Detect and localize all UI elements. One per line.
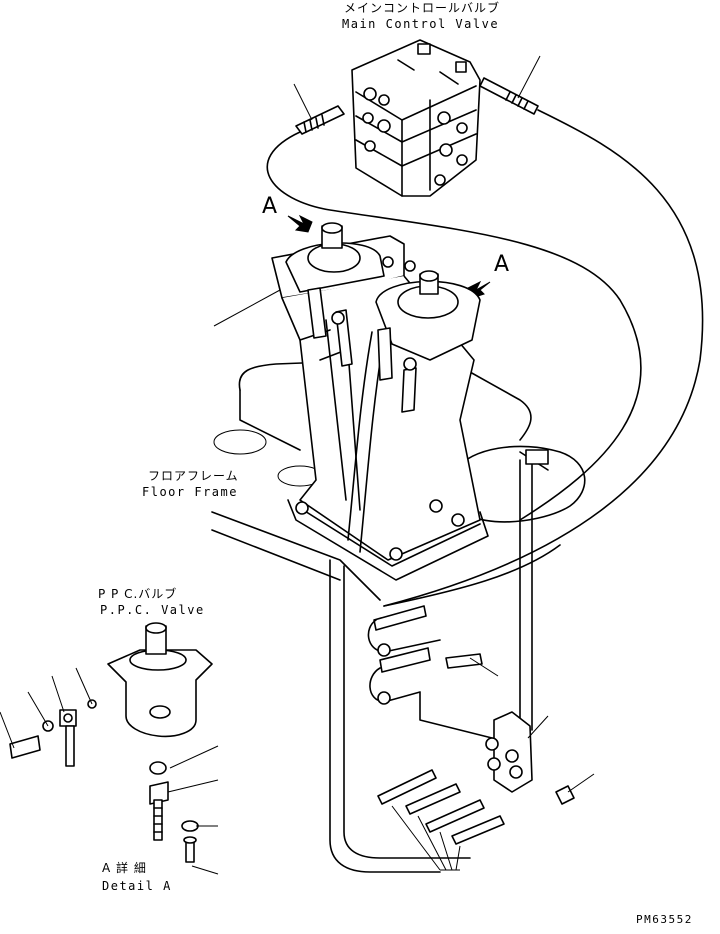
valve-fitting-left [293,83,345,135]
main-control-valve-label-en: Main Control Valve [342,17,500,31]
detail-a-ppc-valve [0,622,219,875]
ppc-valve-label-jp: P P C.バルブ [98,587,178,601]
floor-frame-label-en: Floor Frame [142,485,238,499]
floor-frame-label-jp: フロアフレーム [148,469,239,483]
valve-fitting-right [479,55,541,115]
main-control-valve-drawing [351,39,481,197]
detail-a-label-en: Detail A [102,879,172,893]
arrow-a-right-label: A [494,252,510,277]
arrow-a-left-label: A [262,194,278,219]
part-code: PM63552 [636,913,693,926]
detail-a-label-jp: A 詳 細 [102,861,147,875]
main-control-valve-label-jp: メインコントロールバルブ [344,1,501,15]
ppc-console-column [271,222,489,581]
lower-tubing [329,449,595,873]
arrow-a-left [287,214,313,233]
hose-routing [266,109,704,607]
ppc-valve-label-en: P.P.C. Valve [100,603,205,617]
